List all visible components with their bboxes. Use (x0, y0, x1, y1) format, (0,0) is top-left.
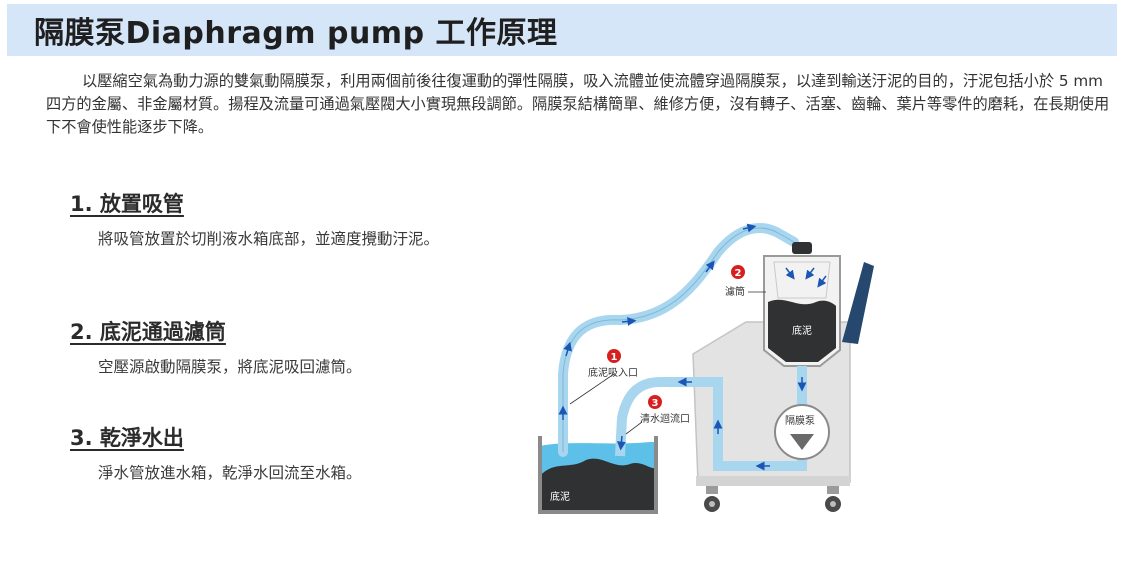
inlet-label: 底泥吸入口 (588, 366, 638, 379)
page-title: 隔膜泵Diaphragm pump 工作原理 (34, 16, 558, 51)
flow-arrows (558, 223, 827, 471)
marker-3-number: 3 (652, 398, 659, 409)
wheel-left (704, 486, 720, 512)
diaphragm-pump (774, 404, 830, 460)
pump-label: 隔膜泵 (785, 415, 815, 427)
step-2-heading: 2. 底泥通過濾筒 (70, 320, 226, 344)
step-3: 3. 乾淨水出 淨水管放進水箱，乾淨水回流至水箱。 (70, 422, 470, 484)
filter-sludge-label: 底泥 (792, 324, 812, 337)
step-1: 1. 放置吸管 將吸管放置於切削液水箱底部，並適度攪動汙泥。 (70, 188, 470, 250)
step-2: 2. 底泥通過濾筒 空壓源啟動隔膜泵，將底泥吸回濾筒。 (70, 316, 470, 378)
water-tank (538, 436, 658, 514)
marker-2-number: 2 (735, 268, 742, 279)
wheel-right (825, 486, 841, 512)
marker-2 (731, 265, 745, 279)
cart-handle (842, 262, 874, 344)
step-1-description: 將吸管放置於切削液水箱底部，並適度攪動汙泥。 (98, 230, 440, 248)
step-2-description: 空壓源啟動隔膜泵，將底泥吸回濾筒。 (98, 358, 362, 376)
intro-paragraph: 以壓縮空氣為動力源的雙氣動隔膜泵，利用兩個前後往復運動的彈性隔膜，吸入流體並使流… (46, 72, 1110, 136)
filter-cap (792, 242, 812, 254)
return-label: 清水迴流口 (640, 412, 690, 425)
marker-3 (648, 395, 662, 409)
step-1-heading: 1. 放置吸管 (70, 192, 184, 216)
pump-diagram-svg: 底泥 底泥 隔膜泵 (538, 223, 874, 514)
filter-canister (763, 255, 841, 367)
leader-lines (569, 291, 766, 435)
filter-label: 濾筒 (725, 285, 745, 298)
step-3-heading: 3. 乾淨水出 (70, 426, 184, 450)
step-3-description: 淨水管放進水箱，乾淨水回流至水箱。 (98, 464, 362, 482)
cabinet-base (696, 476, 850, 486)
pump-diagram: 底泥 底泥 隔膜泵 (530, 214, 880, 516)
marker-1-number: 1 (611, 352, 618, 363)
tank-sludge-label: 底泥 (550, 490, 570, 503)
marker-1 (607, 349, 621, 363)
title-bar: 隔膜泵Diaphragm pump 工作原理 (7, 4, 1117, 56)
